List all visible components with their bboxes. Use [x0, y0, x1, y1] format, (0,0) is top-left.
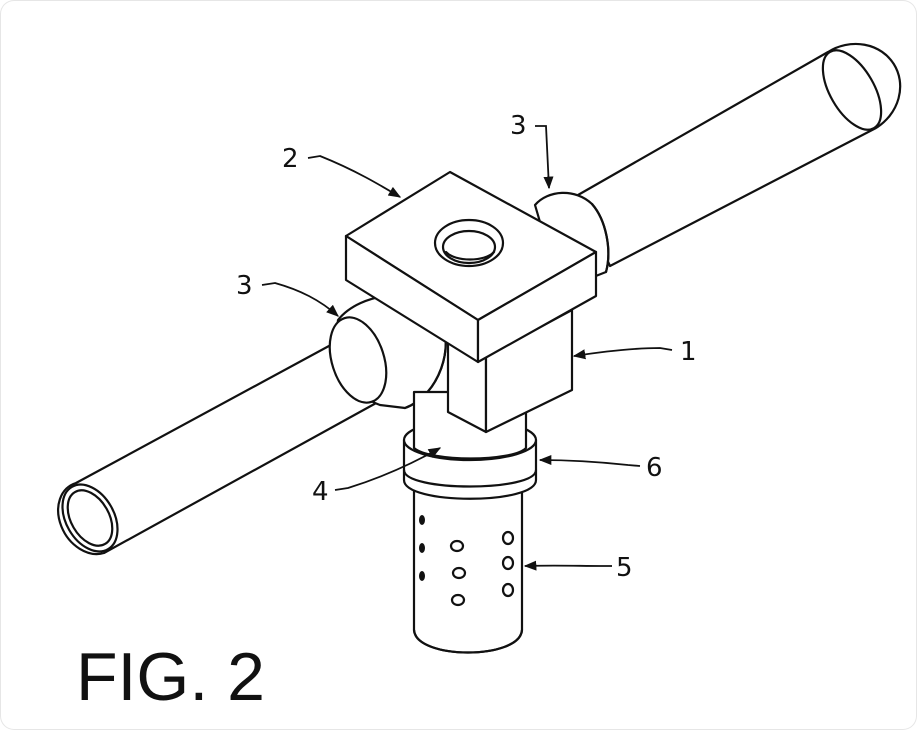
lower-assembly [402, 390, 538, 654]
callout-4: 4 [312, 477, 329, 507]
leader-lines [261, 125, 673, 571]
callout-3-left: 3 [236, 271, 253, 301]
left-rod [57, 338, 380, 556]
leader-1 [572, 347, 673, 360]
callout-5: 5 [616, 553, 633, 583]
figure-title: FIG. 2 [76, 639, 265, 715]
right-rod [576, 42, 902, 268]
callout-1: 1 [680, 337, 697, 367]
leader-4 [334, 447, 442, 491]
callout-6: 6 [646, 453, 663, 483]
callout-3-right: 3 [510, 111, 527, 141]
callout-2: 2 [282, 144, 299, 174]
block-top [344, 170, 598, 364]
leader-2 [307, 155, 402, 198]
perforation-holes [449, 530, 515, 607]
leader-3-left [261, 282, 339, 317]
leader-3-right [535, 125, 554, 190]
leader-6 [538, 454, 641, 467]
